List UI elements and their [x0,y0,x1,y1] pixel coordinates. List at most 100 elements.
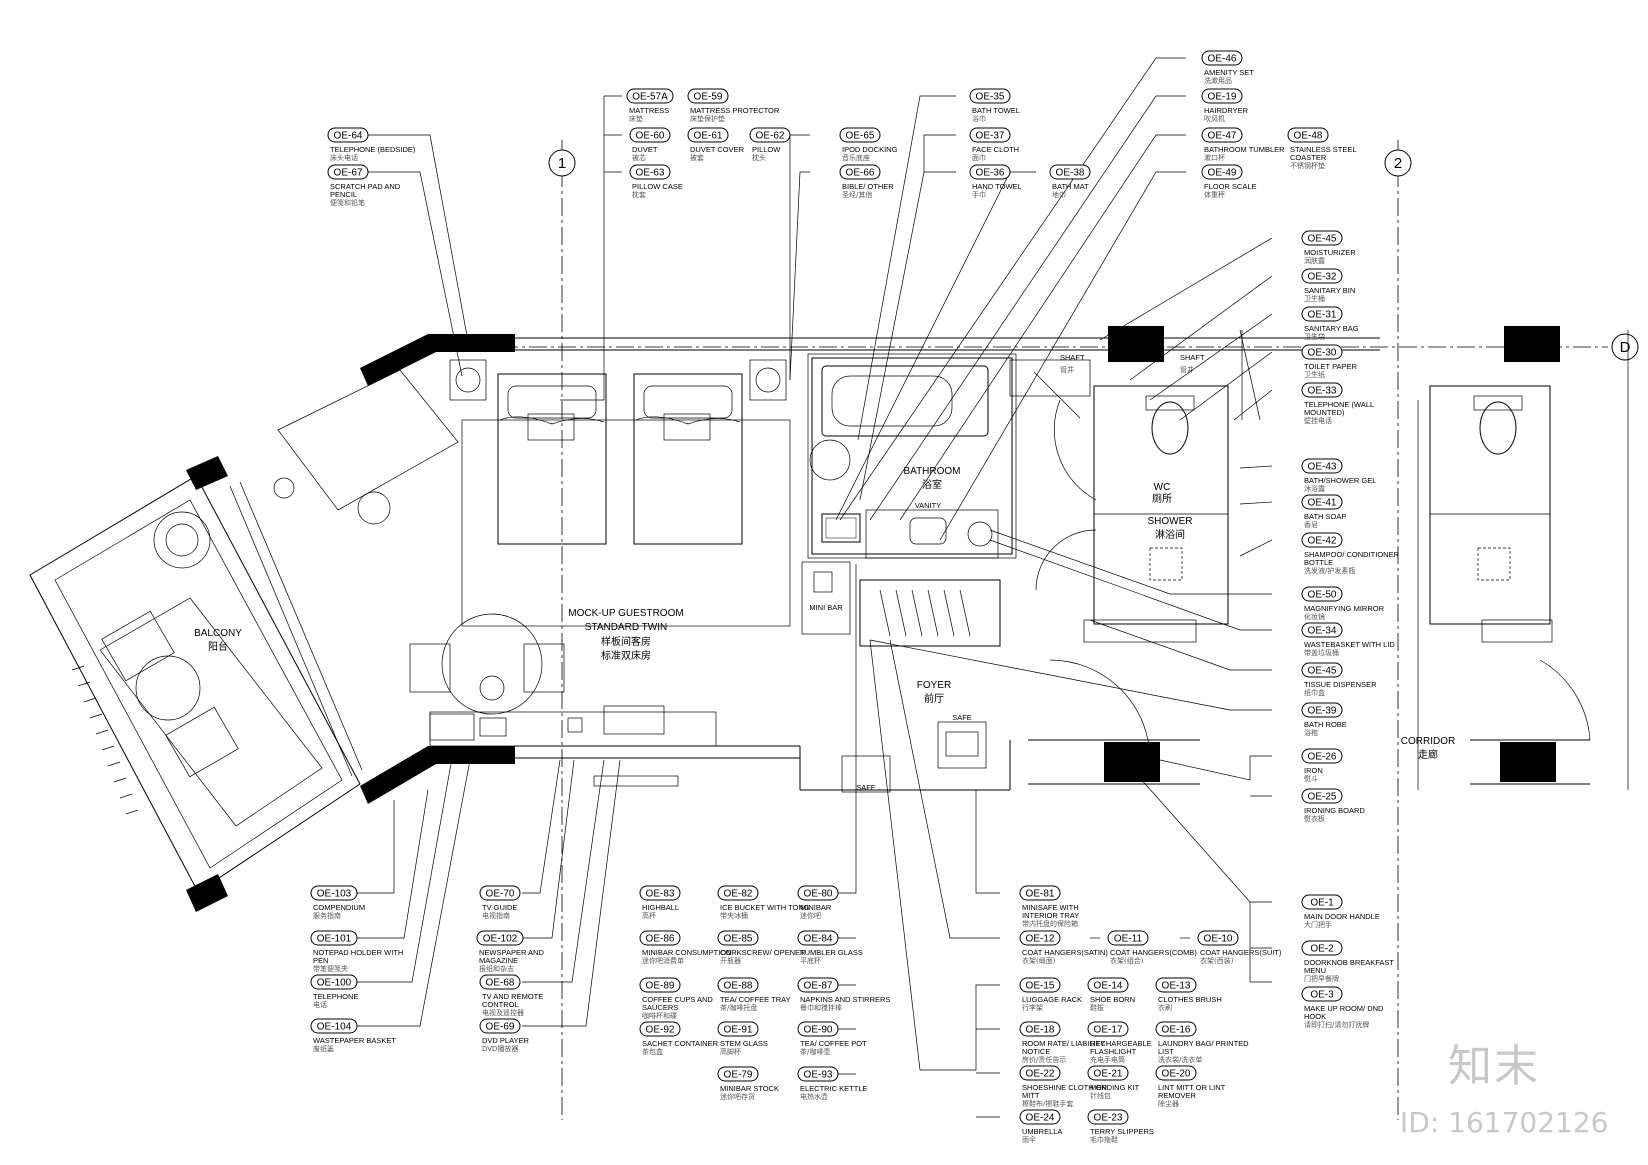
tag-bubble [310,930,358,946]
tag-label-cn: 迷你吧消费单 [642,956,684,965]
tag-bubble [717,1021,759,1037]
tag-label: MATTRESS PROTECTOR [690,106,780,115]
tag-code: OE-45 [1308,234,1337,245]
room-bathroom-cn: 浴室 [922,478,942,491]
tag-label: CONTROL [482,1000,519,1009]
tag-bubble [797,1021,839,1037]
tag-label: TISSUE DISPENSER [1304,680,1377,689]
tag-bubble [479,1018,521,1034]
tag-label: SHAMPOO/ CONDITIONER [1304,550,1400,559]
tag-bubble [797,930,839,946]
tag-label-cn: 电视及遥控器 [482,1008,524,1017]
tag-code: OE-10 [1204,934,1233,945]
tag-label-cn: 被芯 [632,153,646,162]
tag-label: MENDING KIT [1090,1083,1140,1092]
tag-bubble [327,164,369,180]
tag-code: OE-12 [1026,934,1055,945]
tag-bubble [1201,50,1243,66]
tag-code: OE-82 [724,889,753,900]
tag-bubble [687,88,729,104]
tag-label: LIST [1158,1047,1174,1056]
tag-label: TEA/ COFFEE TRAY [720,995,791,1004]
tag-code: OE-80 [804,889,833,900]
room-corridor-cn: 走廊 [1418,748,1438,761]
tag-bubble [717,1066,759,1082]
tag-label: PENCIL [330,190,357,199]
tag-label: BIBLE/ OTHER [842,182,894,191]
grid-label-1: 1 [558,155,566,172]
balcony-table [135,655,201,721]
tag-label: MITT [1022,1091,1040,1100]
tag-code: OE-69 [486,1022,515,1033]
tag-label: TERRY SLIPPERS [1090,1127,1154,1136]
tag-label-cn: 大门把手 [1304,920,1332,929]
shower-drain [1149,547,1183,581]
label-minibar: MINI BAR [809,603,843,612]
tag-bubble [629,164,671,180]
tag-bubble [969,164,1011,180]
tag-label-cn: 洗衣袋/洗衣单 [1158,1055,1202,1064]
tag-code: OE-62 [756,131,785,142]
tag-label: REMOVER [1158,1091,1197,1100]
tag-label-cn: 便笺和铅笔 [330,198,365,207]
tag-label: CLOTHES BRUSH [1158,995,1222,1004]
tag-label-cn: 房价/责任告示 [1022,1055,1066,1064]
tag-bubble [797,1066,839,1082]
tag-code: OE-65 [846,131,875,142]
tag-label: HOOK [1304,1012,1326,1021]
tag-label-cn: 漱口杯 [1204,153,1225,162]
tag-code: OE-22 [1026,1069,1055,1080]
tag-label-cn: 鞋拔 [1090,1003,1104,1012]
tag-label: TOILET PAPER [1304,362,1358,371]
tag-label: MAKE UP ROOM/ DND [1304,1004,1384,1013]
tag-label: COFFEE CUPS AND [642,995,713,1004]
tag-code: OE-102 [483,934,518,945]
tag-code: OE-46 [1208,54,1237,65]
tag-bubble [1087,1065,1129,1081]
room-guestroom-cn2: 标准双床房 [601,649,651,662]
tag-label: TV AND REMOTE [482,992,543,1001]
tag-label: IRONING BOARD [1304,806,1365,815]
tag-bubble [839,164,881,180]
tag-code: OE-100 [317,978,352,989]
tag-label-cn: 咖啡杯和碟 [642,1011,677,1020]
tv-console [593,775,679,787]
tag-label-cn: 吹风机 [1204,114,1225,123]
room-guestroom: MOCK-UP GUESTROOM [568,608,683,619]
room-wc-cn: 厕所 [1152,493,1172,505]
tag-label-cn: 带内托盘的保险箱 [1022,919,1078,928]
tag-label: BATH/SHOWER GEL [1304,476,1376,485]
nightstand-left [449,359,487,401]
tag-label-cn: 音乐底座 [842,153,870,162]
grid-label-2: 2 [1394,155,1402,172]
tag-code: OE-37 [976,131,1005,142]
tag-bubble [1155,1021,1197,1037]
tag-label: ELECTRIC KETTLE [800,1084,868,1093]
tag-label: MATTRESS [629,106,669,115]
room-balcony-cn: 阳台 [208,640,228,653]
tag-label-cn: 电热水壶 [800,1092,828,1101]
tag-label-cn: 衣架(西装) [1200,956,1234,965]
tag-code: OE-63 [636,168,665,179]
tag-code: OE-60 [636,131,665,142]
tag-label-cn: 服务指南 [313,911,341,920]
tag-label: TELEPHONE [313,992,358,1001]
tag-code: OE-45 [1308,666,1337,677]
